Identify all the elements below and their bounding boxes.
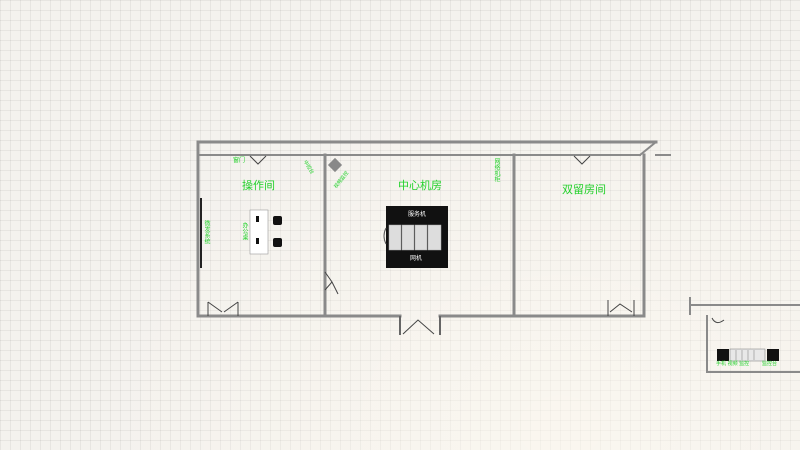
kiosk-screen-left [717,349,729,361]
wall-top-corner [638,140,658,157]
room-label-operation: 操作间 [242,179,275,192]
chair-1 [273,216,282,225]
rack-bottom-label: 网机 [410,255,423,262]
door-dutyroom [607,300,635,316]
kiosk-label: 手机 视频 监控 [716,361,750,367]
door-annex [711,317,725,324]
door-partition [324,271,339,295]
desk-label: 办公桌 [241,222,248,240]
door-top-left [249,155,267,165]
monitor-device [327,157,343,173]
rack-units [388,224,442,251]
monitor-1 [256,216,259,222]
door-top-right [573,155,591,165]
kiosk-slots [735,350,755,360]
monitor-2 [256,238,259,244]
window-label: 窗门 [233,157,246,164]
side-rack-label: 网络机柜 [493,158,500,182]
room-label-datacenter: 中心机房 [398,179,442,192]
rack-top-label: 服务机 [408,211,427,218]
room-label-dutyroom: 双留房间 [562,183,606,196]
kiosk-screen-right [767,349,779,361]
rack-door-arc [383,227,387,245]
wall-panel-label: 微发系统 [203,220,210,244]
door-bottom-left [207,301,239,316]
desk [249,209,269,255]
left-wall-panel [200,198,202,268]
kiosk-extra-label: 监控台 [762,361,778,367]
chair-2 [273,238,282,247]
kiosk-body [729,348,766,362]
door-main [399,316,441,335]
